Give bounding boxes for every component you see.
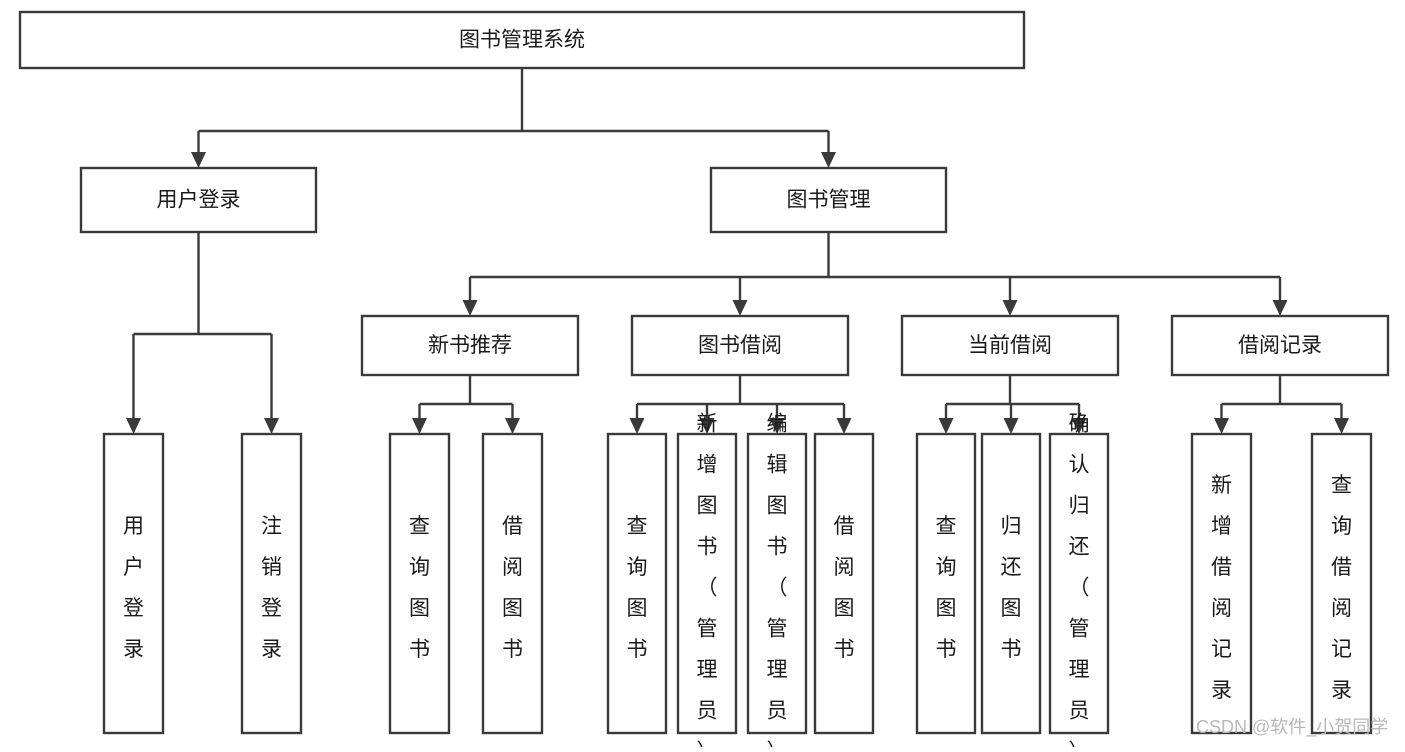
connector-arrow-icon: [1272, 300, 1288, 316]
node-leaf-borrow-borrow-label: 借阅图书: [834, 515, 855, 661]
node-leaf-cur-query[interactable]: 查询图书: [915, 432, 977, 735]
node-leaf-rec-search[interactable]: 查询借阅记录: [1310, 432, 1373, 735]
node-user-login-box: [79, 166, 318, 234]
node-leaf-borrow-borrow[interactable]: 借阅图书: [813, 432, 875, 735]
connector-arrow-icon: [1214, 418, 1229, 434]
node-new-book-rec-box: [360, 314, 580, 377]
node-new-book-rec-label: 新书推荐: [428, 334, 512, 357]
connector-arrow-icon: [1334, 418, 1349, 434]
node-book-borrow-label: 图书借阅: [698, 334, 782, 357]
node-book-manage-box: [709, 166, 948, 234]
node-book-borrow[interactable]: 图书借阅: [630, 314, 850, 377]
node-new-book-rec[interactable]: 新书推荐: [360, 314, 580, 377]
node-leaf-cur-query-box: [915, 432, 977, 735]
node-leaf-borrow-edit-label: 编辑图书（管理员）: [767, 413, 788, 748]
connector-arrow-icon: [699, 418, 715, 434]
node-book-borrow-box: [630, 314, 850, 377]
node-leaf-user-login-box: [102, 432, 165, 735]
csdn-watermark: CSDN @软件_小贺同学: [1196, 717, 1388, 738]
node-leaf-rec-add-label: 新增借阅记录: [1211, 474, 1232, 702]
node-leaf-cur-return-box: [980, 432, 1042, 735]
node-user-login[interactable]: 用户登录: [79, 166, 318, 234]
node-borrow-record-box: [1170, 314, 1390, 377]
node-leaf-borrow-borrow-box: [813, 432, 875, 735]
node-leaf-rec-query-box: [388, 432, 451, 735]
connector-arrow-icon: [264, 418, 279, 434]
connector-arrow-icon: [1071, 418, 1087, 434]
connector-arrow-icon: [126, 418, 141, 434]
node-leaf-cur-confirm[interactable]: 确认归还（管理员）: [1048, 413, 1110, 752]
node-leaf-rec-search-label: 查询借阅记录: [1331, 474, 1352, 702]
node-root-root-box: [18, 10, 1026, 70]
node-leaf-rec-query-label: 查询图书: [409, 515, 430, 661]
connector-arrow-icon: [191, 152, 206, 168]
connector-arrow-icon: [1003, 418, 1019, 434]
nodes-layer: 图书管理系统用户登录图书管理新书推荐图书借阅当前借阅借阅记录用户登录注销登录查询…: [18, 10, 1390, 752]
node-leaf-rec-add[interactable]: 新增借阅记录: [1190, 432, 1253, 735]
connector-arrow-icon: [769, 418, 785, 434]
node-borrow-record[interactable]: 借阅记录: [1170, 314, 1390, 377]
connectors-layer: [126, 68, 1349, 434]
node-leaf-borrow-add-label: 新增图书（管理员）: [697, 413, 718, 748]
node-leaf-borrow-query[interactable]: 查询图书: [606, 432, 668, 735]
node-book-manage-label: 图书管理: [787, 189, 871, 212]
node-leaf-rec-borrow-box: [481, 432, 544, 735]
node-leaf-rec-query[interactable]: 查询图书: [388, 432, 451, 735]
node-leaf-rec-borrow-label: 借阅图书: [502, 515, 523, 661]
node-leaf-cur-confirm-label: 确认归还（管理员）: [1069, 413, 1090, 748]
node-leaf-user-login[interactable]: 用户登录: [102, 432, 165, 735]
node-leaf-borrow-add[interactable]: 新增图书（管理员）: [676, 413, 738, 752]
connector-arrow-icon: [836, 418, 852, 434]
node-leaf-cur-query-label: 查询图书: [936, 515, 957, 661]
node-leaf-borrow-edit[interactable]: 编辑图书（管理员）: [746, 413, 808, 752]
node-root-root-label: 图书管理系统: [459, 29, 585, 52]
node-leaf-rec-borrow[interactable]: 借阅图书: [481, 432, 544, 735]
node-root-root[interactable]: 图书管理系统: [18, 10, 1026, 70]
node-leaf-borrow-query-box: [606, 432, 668, 735]
node-user-login-label: 用户登录: [157, 189, 241, 212]
node-current-borrow-label: 当前借阅: [968, 334, 1052, 357]
connector-arrow-icon: [821, 152, 836, 168]
node-current-borrow-box: [900, 314, 1120, 377]
node-leaf-borrow-query-label: 查询图书: [627, 515, 648, 661]
node-leaf-user-logout-box: [240, 432, 303, 735]
node-current-borrow[interactable]: 当前借阅: [900, 314, 1120, 377]
node-leaf-cur-confirm-box: [1048, 432, 1110, 735]
node-borrow-record-label: 借阅记录: [1238, 334, 1322, 357]
connector-arrow-icon: [938, 418, 954, 434]
node-leaf-user-login-label: 用户登录: [123, 515, 144, 661]
connector-arrow-icon: [505, 418, 520, 434]
node-leaf-cur-return-label: 归还图书: [1001, 515, 1022, 661]
node-leaf-borrow-add-box: [676, 432, 738, 735]
node-book-manage[interactable]: 图书管理: [709, 166, 948, 234]
node-leaf-borrow-edit-box: [746, 432, 808, 735]
node-leaf-user-logout-label: 注销登录: [261, 515, 282, 661]
connector-arrow-icon: [462, 300, 478, 316]
node-leaf-user-logout[interactable]: 注销登录: [240, 432, 303, 735]
node-leaf-rec-add-box: [1190, 432, 1253, 735]
node-leaf-cur-return[interactable]: 归还图书: [980, 432, 1042, 735]
node-leaf-rec-search-box: [1310, 432, 1373, 735]
connector-arrow-icon: [1002, 300, 1018, 316]
connector-arrow-icon: [629, 418, 645, 434]
connector-arrow-icon: [732, 300, 748, 316]
connector-arrow-icon: [412, 418, 427, 434]
